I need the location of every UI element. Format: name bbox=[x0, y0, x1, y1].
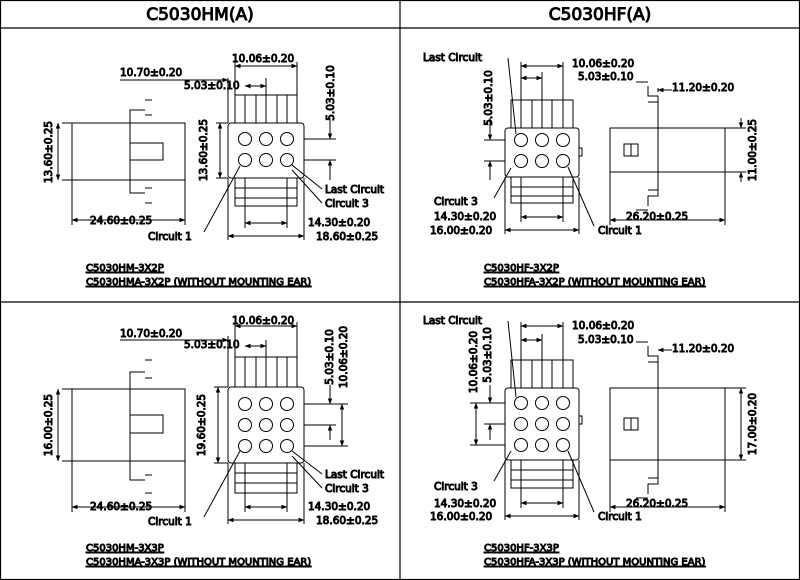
side-view bbox=[609, 81, 726, 211]
front-view bbox=[227, 94, 305, 207]
front-view bbox=[504, 99, 583, 204]
label-last-circuit: Last Circuit bbox=[423, 315, 482, 327]
dim-bottom-pitch: 14.30±0.20 bbox=[308, 501, 370, 513]
label-circuit-3: Circuit 3 bbox=[325, 483, 369, 495]
dim-top-pitch: 10.06±0.20 bbox=[232, 53, 294, 65]
dim-bottom-width: 18.60±0.25 bbox=[316, 231, 378, 243]
dim-side-height: 11.00±0.25 bbox=[747, 119, 759, 181]
side-view bbox=[609, 341, 726, 499]
dim-front-height: 13.60±0.25 bbox=[198, 119, 210, 181]
dim-half-pitch: 5.03±0.10 bbox=[578, 71, 634, 83]
dim-front-height: 19.60±0.25 bbox=[196, 394, 208, 456]
dim-bottom-pitch: 14.30±0.20 bbox=[434, 498, 496, 510]
label-circuit-1: Circuit 1 bbox=[598, 225, 642, 237]
dim-ear-width: 11.20±0.20 bbox=[672, 82, 734, 94]
dim-side-length: 24.60±0.25 bbox=[90, 501, 152, 513]
dim-right-pitch: 5.03±0.10 bbox=[325, 65, 337, 121]
note-part: C5030HF-3X2P bbox=[484, 263, 559, 274]
label-circuit-1: Circuit 1 bbox=[148, 231, 192, 243]
front-view bbox=[227, 356, 305, 494]
note-part-a: C5030HFA-3X2P (WITHOUT MOUNTING EAR) bbox=[484, 277, 706, 288]
dim-half-pitch: 5.03±0.10 bbox=[184, 339, 240, 351]
dim-half-pitch: 5.03±0.10 bbox=[578, 334, 634, 346]
dim-right-pitch-2: 10.06±0.20 bbox=[338, 326, 350, 388]
label-circuit-3: Circuit 3 bbox=[434, 196, 478, 208]
dim-left-pitch-2: 5.03±0.10 bbox=[482, 327, 494, 383]
dim-left-pitch: 5.03±0.10 bbox=[483, 70, 495, 126]
dim-right-pitch-1: 5.03±0.10 bbox=[324, 329, 336, 385]
dim-bottom-width: 16.00±0.20 bbox=[430, 511, 492, 523]
note-part-a: C5030HMA-3X3P (WITHOUT MOUNTING EAR) bbox=[86, 557, 311, 568]
panel-hm-3x2: 13.60±0.25 24.60±0.25 10.06±0.20 10.70±0… bbox=[43, 53, 385, 289]
dim-side-length: 26.20±0.25 bbox=[626, 498, 688, 510]
dim-side-height: 17.00±0.20 bbox=[747, 393, 759, 455]
panel-hf-3x2: Last Circuit 10.06±0.20 5.03±0.10 5.03±0… bbox=[423, 52, 760, 289]
label-last-circuit: Last Circuit bbox=[325, 469, 384, 481]
dim-ear-width: 11.20±0.20 bbox=[672, 343, 734, 355]
dim-width-top: 10.70±0.20 bbox=[120, 67, 182, 79]
dim-bottom-width: 16.00±0.20 bbox=[430, 225, 492, 237]
dim-side-height: 13.60±0.25 bbox=[43, 121, 55, 183]
front-view bbox=[504, 359, 583, 489]
side-view bbox=[62, 359, 186, 494]
label-last-circuit: Last Circuit bbox=[423, 52, 482, 64]
label-circuit-1: Circuit 1 bbox=[148, 516, 192, 528]
label-circuit-3: Circuit 3 bbox=[325, 198, 369, 210]
dim-top-pitch: 10.06±0.20 bbox=[572, 58, 634, 70]
note-part: C5030HM-3X3P bbox=[86, 543, 164, 554]
dim-bottom-pitch: 14.30±0.20 bbox=[308, 217, 370, 229]
dim-side-length: 24.60±0.25 bbox=[90, 215, 152, 227]
panel-hm-3x3: 16.00±0.25 24.60±0.25 10.06±0.20 10.70±0… bbox=[43, 315, 385, 569]
header-right: C5030HF(A) bbox=[549, 5, 652, 25]
note-part-a: C5030HFA-3X3P (WITHOUT MOUNTING EAR) bbox=[484, 557, 706, 568]
dim-bottom-width: 18.60±0.25 bbox=[316, 515, 378, 527]
dim-side-height: 16.00±0.25 bbox=[43, 394, 55, 456]
dim-half-pitch: 5.03±0.10 bbox=[184, 80, 240, 92]
dim-width-top: 10.70±0.20 bbox=[120, 328, 182, 340]
dim-bottom-pitch: 14.30±0.20 bbox=[434, 211, 496, 223]
label-circuit-3: Circuit 3 bbox=[434, 481, 478, 493]
dim-top-pitch: 10.06±0.20 bbox=[232, 315, 294, 327]
note-part: C5030HM-3X2P bbox=[86, 263, 164, 274]
note-part-a: C5030HMA-3X2P (WITHOUT MOUNTING EAR) bbox=[86, 277, 311, 288]
header-left: C5030HM(A) bbox=[146, 5, 253, 25]
side-view bbox=[62, 99, 186, 204]
label-circuit-1: Circuit 1 bbox=[598, 511, 642, 523]
dim-left-pitch-1: 10.06±0.20 bbox=[468, 331, 480, 393]
dim-side-length: 26.20±0.25 bbox=[626, 211, 688, 223]
panel-hf-3x3: Last Circuit 10.06±0.20 5.03±0.10 10.06±… bbox=[423, 315, 760, 569]
note-part: C5030HF-3X3P bbox=[484, 543, 559, 554]
dim-top-pitch: 10.06±0.20 bbox=[572, 320, 634, 332]
label-last-circuit: Last Circuit bbox=[325, 184, 384, 196]
